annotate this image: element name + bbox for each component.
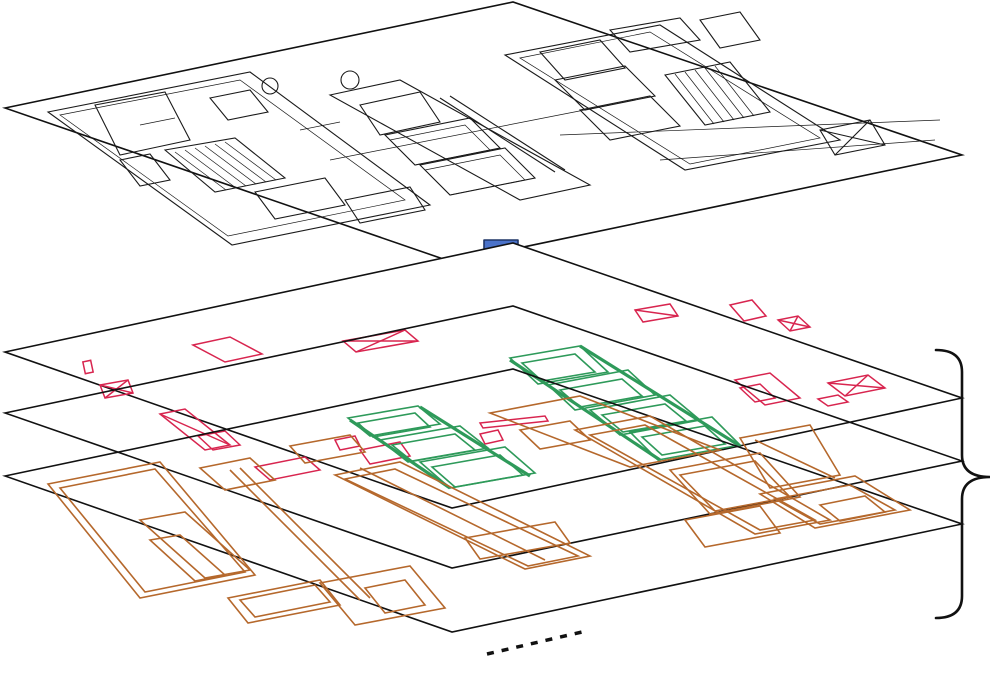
center-wing-outline	[328, 79, 592, 201]
bath-4	[538, 39, 627, 81]
stair-left	[163, 137, 287, 193]
bath-6	[578, 95, 682, 141]
stair-right	[664, 61, 771, 126]
bath-5	[553, 65, 657, 111]
brown-element-layer	[2, 368, 965, 633]
continuation-marker	[486, 630, 583, 656]
source-floor-plan-sheet	[1, 1, 966, 263]
bath-1	[359, 91, 441, 136]
right-wing-outline	[503, 24, 842, 171]
layers-brace	[934, 348, 991, 620]
left-wing-outline	[46, 71, 432, 246]
floor-plan-drawing	[46, 11, 941, 246]
